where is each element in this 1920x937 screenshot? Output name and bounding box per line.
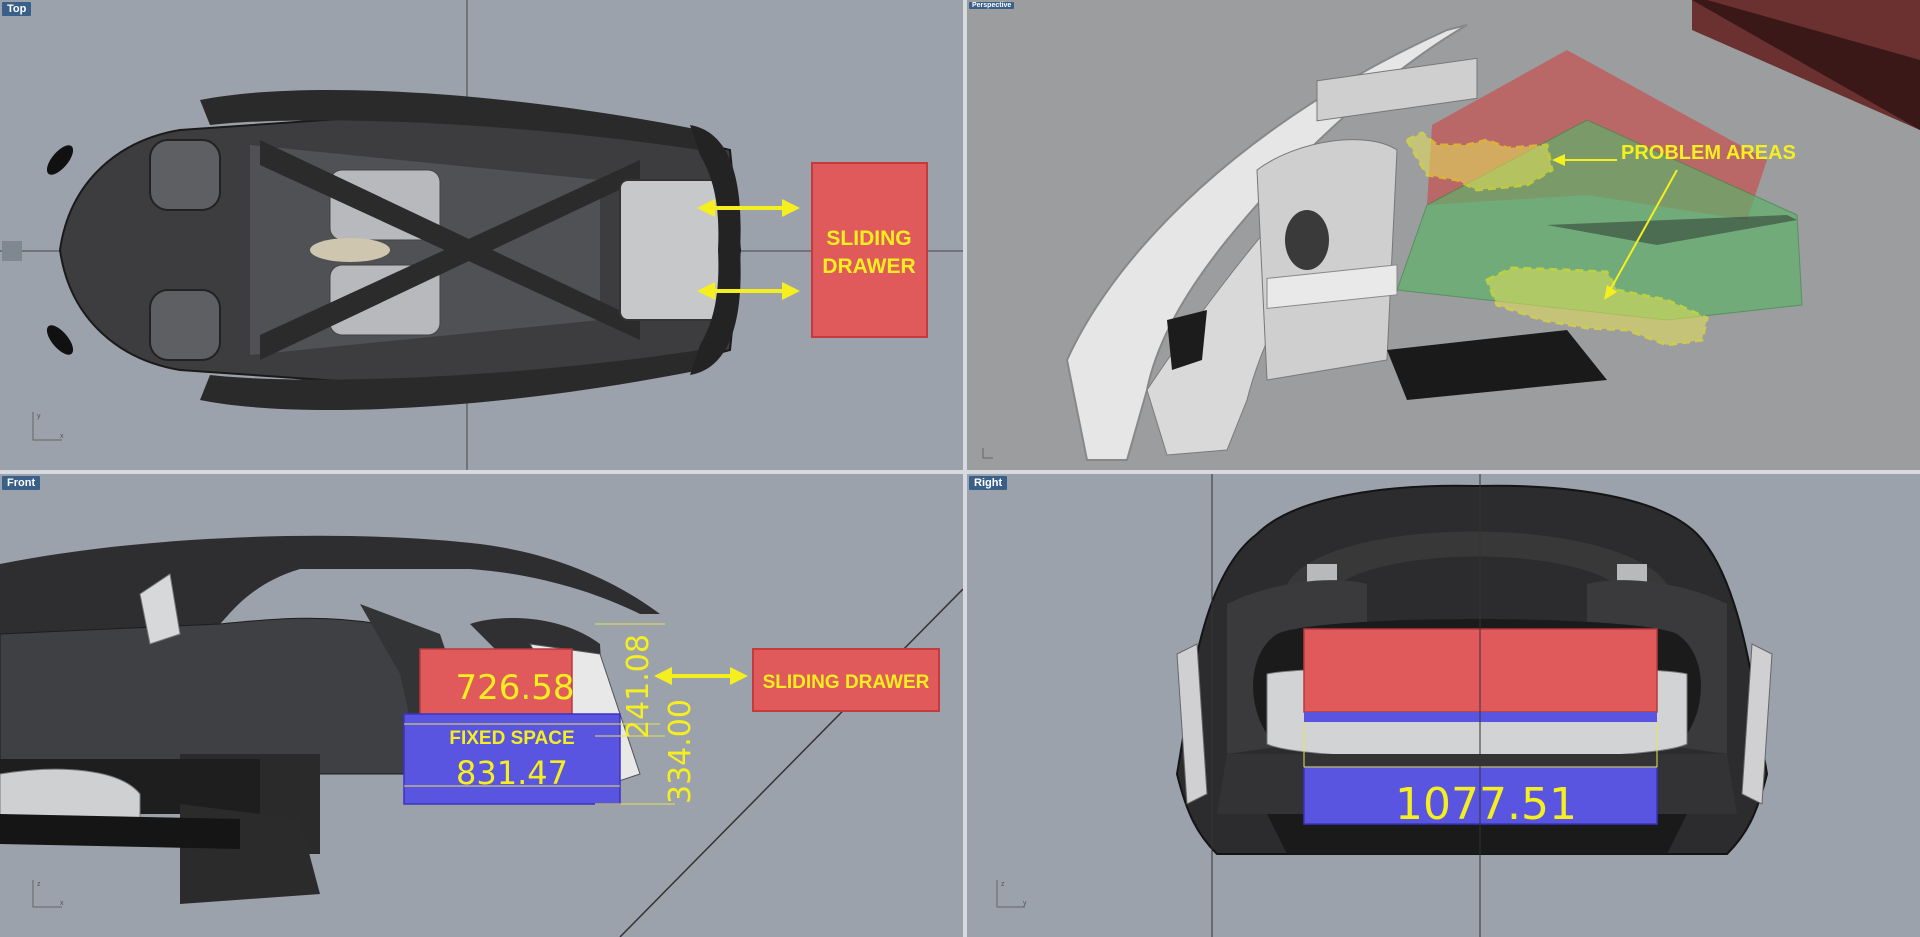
front-axes-indicator: [32, 880, 62, 908]
right-axis-y-label: y: [1023, 900, 1027, 907]
top-arrow-lower: [697, 282, 800, 300]
axis-y-label: y: [37, 413, 41, 420]
perspective-viewport[interactable]: Perspective PROBLEM AREAS: [967, 0, 1920, 470]
reference-diagonal-line: [619, 588, 963, 937]
axis-x-label: x: [60, 433, 64, 440]
car-top-model: [46, 90, 742, 410]
problem-area-lower: [1485, 266, 1709, 347]
front-sliding-drawer-label-box: [752, 648, 940, 712]
problem-areas-label: PROBLEM AREAS: [1621, 142, 1796, 164]
persp-axes-indicator: [982, 448, 993, 459]
axes-indicator: [32, 412, 62, 441]
problem-pointer-lower: [1608, 169, 1678, 293]
fixed-space-height-dimension: 334.00: [663, 699, 698, 804]
top-arrow-upper: [697, 199, 800, 217]
axis-marker: [2, 241, 22, 261]
front-fixed-space-box: [403, 713, 621, 805]
drawer-width-dimension: 726.58: [456, 668, 575, 708]
right-width-dimension: 1077.51: [1395, 779, 1577, 830]
front-axis-z-label: z: [37, 881, 41, 888]
viewport-tab-front[interactable]: Front: [2, 476, 41, 490]
drawer-height-dimension: 241.08: [621, 634, 656, 739]
right-view-canvas: 1077.51 z y: [996, 474, 1773, 937]
right-axis-z-label: z: [1001, 881, 1005, 888]
top-drawer-label-line2: DRAWER: [822, 255, 915, 278]
top-view-canvas: SLIDING DRAWER y x: [0, 0, 963, 470]
viewport-tab-top[interactable]: Top: [2, 2, 32, 16]
front-drawer-label: SLIDING DRAWER: [763, 672, 930, 693]
fixed-space-width-dimension: 831.47: [456, 754, 568, 792]
viewport-tab-right[interactable]: Right: [969, 476, 1008, 490]
front-view-canvas: 726.58 831.47 FIXED SPACE 241.08 334.00 …: [0, 535, 963, 937]
top-sliding-drawer-box: [811, 162, 928, 338]
top-viewport[interactable]: Top: [0, 0, 963, 470]
right-axes-indicator: [996, 880, 1025, 908]
front-viewport[interactable]: Front 726.58 831.47 FIXED SPACE 241.08 3…: [0, 474, 963, 937]
problem-area-upper: [1404, 131, 1554, 192]
front-axis-x-label: x: [60, 900, 64, 907]
car-perspective-model: [1065, 24, 1607, 461]
perspective-view-canvas: PROBLEM AREAS: [982, 0, 1920, 461]
fixed-space-label: FIXED SPACE: [449, 728, 574, 749]
right-viewport[interactable]: Right 1077.51 z y: [967, 474, 1920, 937]
front-drawer-arrow: [654, 667, 748, 685]
viewport-tab-perspective[interactable]: Perspective: [969, 2, 1015, 9]
top-drawer-label-line1: SLIDING: [826, 227, 911, 250]
